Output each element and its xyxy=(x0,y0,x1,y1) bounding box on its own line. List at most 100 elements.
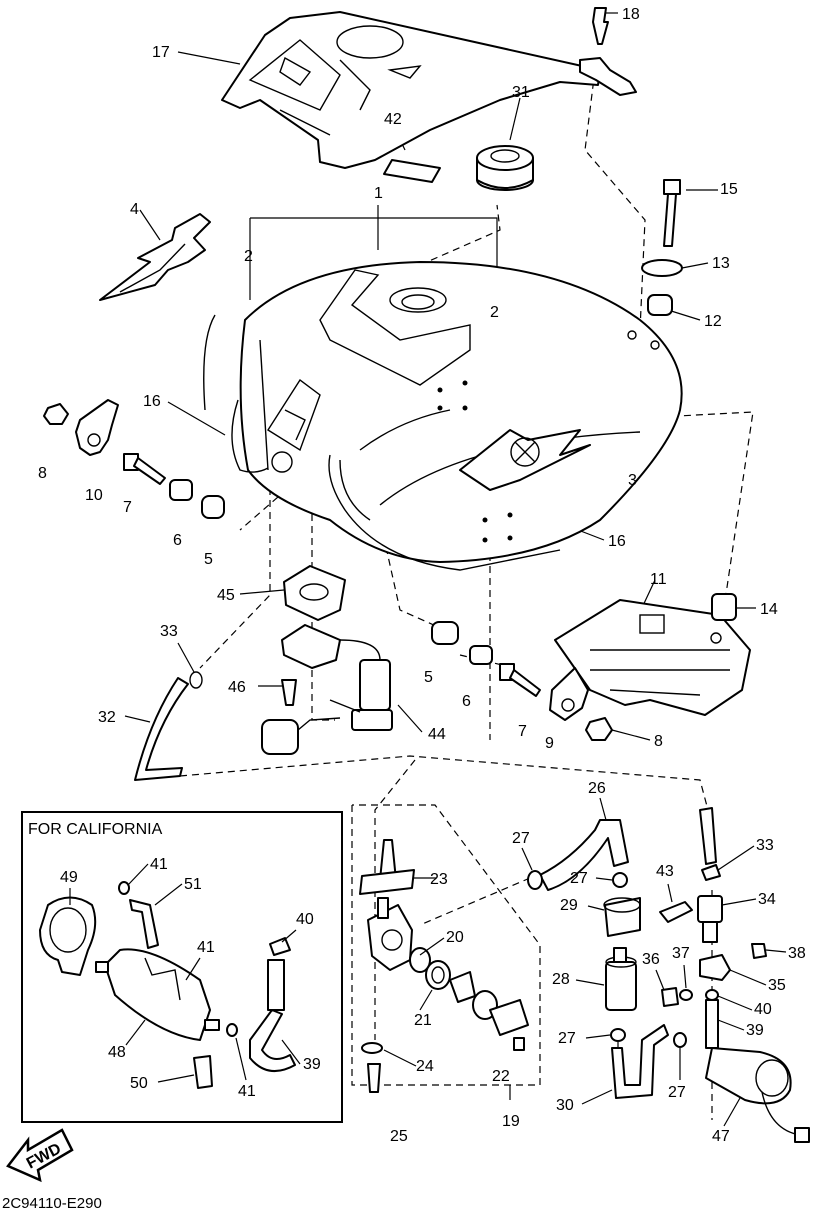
collar-6-left xyxy=(169,479,193,501)
callout-8: 8 xyxy=(38,465,47,482)
bracket-9 xyxy=(549,667,589,721)
callout-39: 39 xyxy=(303,1056,321,1073)
callout-5: 5 xyxy=(204,551,213,568)
clip-27-c xyxy=(610,1028,626,1042)
bracket-10 xyxy=(75,399,119,456)
valve-34 xyxy=(697,895,723,943)
fuel-sender-44 xyxy=(261,624,393,755)
callout-42: 42 xyxy=(384,111,402,128)
callout-13: 13 xyxy=(712,255,730,272)
hose-32 xyxy=(134,671,203,781)
callout-2: 2 xyxy=(490,304,499,321)
callout-22: 22 xyxy=(492,1068,510,1085)
callout-48: 48 xyxy=(108,1044,126,1061)
bolt-7-left xyxy=(123,453,166,485)
callout-33: 33 xyxy=(160,623,178,640)
callout-41: 41 xyxy=(197,939,215,956)
callout-17: 17 xyxy=(152,44,170,61)
callout-1: 1 xyxy=(374,185,383,202)
callout-9: 9 xyxy=(545,735,554,752)
callout-6: 6 xyxy=(173,532,182,549)
callout-31: 31 xyxy=(512,84,530,101)
callout-28: 28 xyxy=(552,971,570,988)
california-inset xyxy=(21,811,343,1123)
callout-26: 26 xyxy=(588,780,606,797)
callout-20: 20 xyxy=(446,929,464,946)
hose-upper-right xyxy=(699,807,717,865)
callout-5: 5 xyxy=(424,669,433,686)
bolt-38 xyxy=(751,943,767,959)
inset-title: FOR CALIFORNIA xyxy=(28,821,163,838)
clip-27-b xyxy=(612,872,628,888)
callout-44: 44 xyxy=(428,726,446,743)
label-42 xyxy=(383,159,441,183)
callout-23: 23 xyxy=(430,871,448,888)
callout-34: 34 xyxy=(758,891,776,908)
callout-35: 35 xyxy=(768,977,786,994)
callout-47: 47 xyxy=(712,1128,730,1145)
callout-46: 46 xyxy=(228,679,246,696)
bolt-8-right xyxy=(585,717,613,741)
callout-27: 27 xyxy=(558,1030,576,1047)
hose-26 xyxy=(539,819,629,891)
screw-clip-18 xyxy=(579,7,637,96)
callout-27: 27 xyxy=(668,1084,686,1101)
callout-40: 40 xyxy=(296,911,314,928)
filter-holder-29 xyxy=(603,897,641,937)
fuel-tank-1 xyxy=(239,261,683,563)
fuel-filter-28 xyxy=(605,947,637,1011)
callout-15: 15 xyxy=(720,181,738,198)
callout-12: 12 xyxy=(704,313,722,330)
callout-30: 30 xyxy=(556,1097,574,1114)
callout-29: 29 xyxy=(560,897,578,914)
hose-30 xyxy=(611,1024,669,1099)
callout-51: 51 xyxy=(184,876,202,893)
damper-5-right xyxy=(431,621,459,645)
hose-39-right xyxy=(705,999,719,1049)
callout-27: 27 xyxy=(512,830,530,847)
gasket-45 xyxy=(283,565,346,621)
callout-43: 43 xyxy=(656,863,674,880)
callout-8: 8 xyxy=(654,733,663,750)
clip-40-right xyxy=(705,989,719,1001)
fuel-pump-47 xyxy=(705,1047,810,1143)
drawing-code: 2C94110-E290 xyxy=(2,1195,102,1212)
damper-13 xyxy=(641,259,683,277)
callout-39: 39 xyxy=(746,1022,764,1039)
callout-16: 16 xyxy=(608,533,626,550)
callout-37: 37 xyxy=(672,945,690,962)
callout-10: 10 xyxy=(85,487,103,504)
callout-7: 7 xyxy=(123,499,132,516)
fitting-43 xyxy=(659,901,693,923)
screw-46 xyxy=(281,679,297,706)
collar-14 xyxy=(711,593,737,621)
emblem-4 xyxy=(99,213,211,301)
damper-5-left xyxy=(201,495,225,519)
callout-40: 40 xyxy=(754,1001,772,1018)
clip-27-d xyxy=(673,1032,687,1048)
callout-32: 32 xyxy=(98,709,116,726)
washer-37 xyxy=(679,989,693,1001)
bolt-8-left xyxy=(43,403,69,425)
bolt-36 xyxy=(661,987,679,1007)
fuel-cock-group-19 xyxy=(359,839,529,1093)
callout-49: 49 xyxy=(60,869,78,886)
callout-14: 14 xyxy=(760,601,778,618)
callout-38: 38 xyxy=(788,945,806,962)
callout-4: 4 xyxy=(130,201,139,218)
callout-16: 16 xyxy=(143,393,161,410)
bolt-15 xyxy=(663,179,681,247)
callout-numbers: 1 2 2 3 4 5 5 6 6 7 7 8 8 9 10 11 12 13 … xyxy=(38,6,806,1145)
callout-45: 45 xyxy=(217,587,235,604)
breather-hose-16 xyxy=(203,314,561,571)
collar-12 xyxy=(647,294,673,316)
callout-6: 6 xyxy=(462,693,471,710)
callout-27: 27 xyxy=(570,870,588,887)
bracket-35 xyxy=(699,954,731,981)
callout-2: 2 xyxy=(244,248,253,265)
callout-21: 21 xyxy=(414,1012,432,1029)
clip-27-a xyxy=(527,870,543,890)
callout-41: 41 xyxy=(238,1083,256,1100)
tank-top-cover-17 xyxy=(221,11,601,169)
